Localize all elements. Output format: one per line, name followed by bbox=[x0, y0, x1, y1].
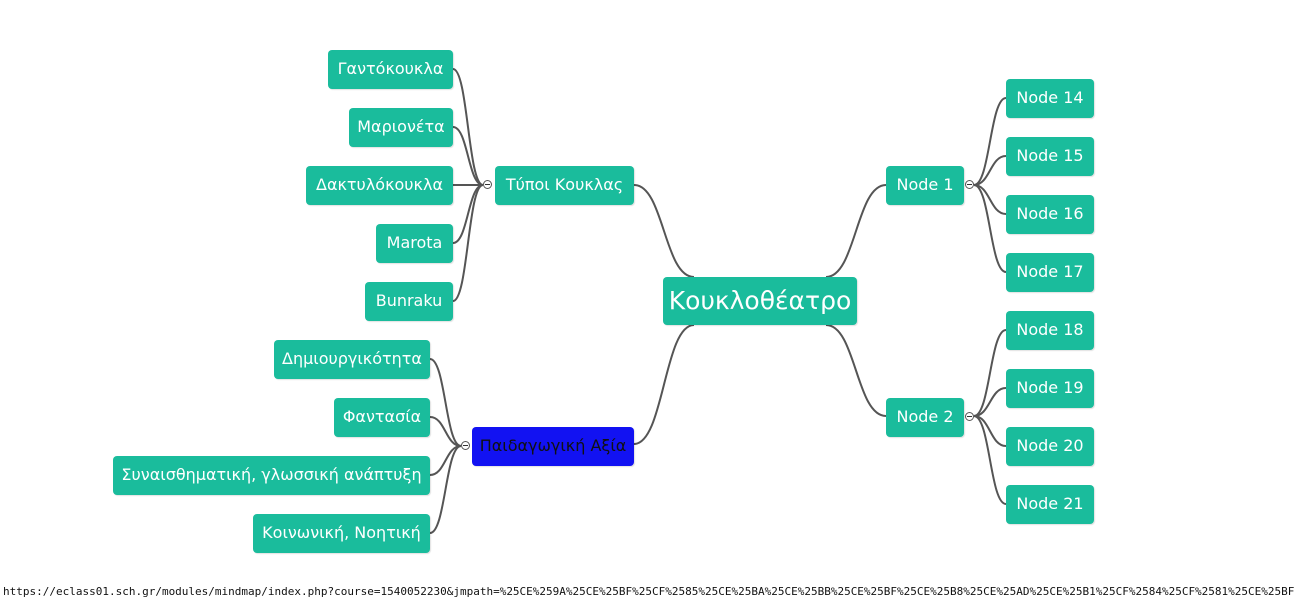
link-pedagogical-child-3 bbox=[429, 445, 462, 534]
node-daktylokoukla[interactable]: Δακτυλόκουκλα bbox=[306, 166, 453, 205]
node-marota[interactable]: Marota bbox=[376, 224, 453, 263]
node-16[interactable]: Node 16 bbox=[1006, 195, 1094, 234]
collapse-toggle-pedagogical[interactable] bbox=[461, 441, 470, 450]
link-types-child-4 bbox=[452, 184, 484, 302]
node-marioneta[interactable]: Μαριονέτα bbox=[349, 108, 453, 147]
branch-node-1[interactable]: Node 1 bbox=[886, 166, 964, 205]
node-18[interactable]: Node 18 bbox=[1006, 311, 1094, 350]
status-bar-url: https://eclass01.sch.gr/modules/mindmap/… bbox=[3, 585, 1294, 598]
node-20[interactable]: Node 20 bbox=[1006, 427, 1094, 466]
link-types-child-0 bbox=[452, 68, 484, 186]
link-pedagogical-child-1 bbox=[429, 416, 462, 447]
node-15[interactable]: Node 15 bbox=[1006, 137, 1094, 176]
node-19[interactable]: Node 19 bbox=[1006, 369, 1094, 408]
node-koinoniki[interactable]: Κοινωνική, Νοητική bbox=[253, 514, 430, 553]
collapse-toggle-node-1[interactable] bbox=[965, 180, 974, 189]
node-bunraku[interactable]: Bunraku bbox=[365, 282, 453, 321]
link-root-types bbox=[633, 184, 695, 278]
link-types-child-3 bbox=[452, 184, 484, 244]
branch-pedagogical-value[interactable]: Παιδαγωγική Αξία bbox=[472, 427, 634, 466]
link-node1-child-1 bbox=[973, 155, 1007, 186]
root-node[interactable]: Κουκλοθέατρο bbox=[663, 277, 857, 325]
node-fantasia[interactable]: Φαντασία bbox=[334, 398, 430, 437]
node-21[interactable]: Node 21 bbox=[1006, 485, 1094, 524]
connector-lines bbox=[429, 68, 1007, 534]
link-node2-child-1 bbox=[973, 387, 1007, 417]
link-node1-child-3 bbox=[973, 184, 1007, 273]
link-node2-child-0 bbox=[973, 329, 1007, 417]
collapse-toggle-types[interactable] bbox=[483, 180, 492, 189]
node-14[interactable]: Node 14 bbox=[1006, 79, 1094, 118]
link-root-pedagogical bbox=[633, 324, 695, 445]
node-gantokoukla[interactable]: Γαντόκουκλα bbox=[328, 50, 453, 89]
branch-types[interactable]: Τύποι Κουκλας bbox=[495, 166, 634, 205]
node-dimiourgikotita[interactable]: Δημιουργικότητα bbox=[274, 340, 430, 379]
link-node2-child-3 bbox=[973, 415, 1007, 505]
link-root-node1 bbox=[825, 184, 887, 278]
link-root-node2 bbox=[825, 324, 887, 417]
node-synaisthimatiki[interactable]: Συναισθηματική, γλωσσική ανάπτυξη bbox=[113, 456, 430, 495]
link-types-child-1 bbox=[452, 126, 484, 186]
collapse-toggle-node-2[interactable] bbox=[965, 412, 974, 421]
branch-node-2[interactable]: Node 2 bbox=[886, 398, 964, 437]
node-17[interactable]: Node 17 bbox=[1006, 253, 1094, 292]
link-pedagogical-child-0 bbox=[429, 358, 462, 447]
link-node1-child-0 bbox=[973, 97, 1007, 186]
